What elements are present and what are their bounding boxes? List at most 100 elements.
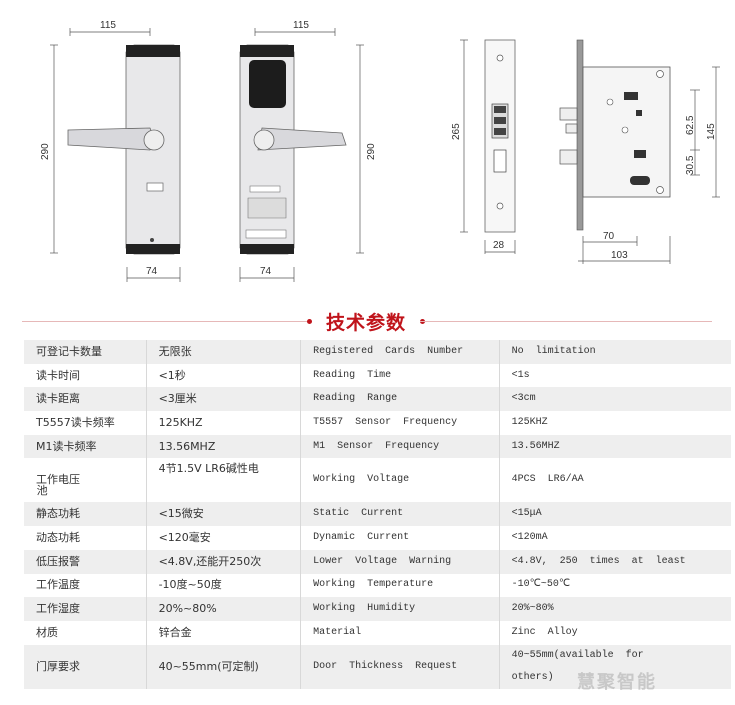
spec-cn-label-text: M1读卡频率 <box>36 439 97 453</box>
front-width-top-label: 115 <box>100 20 116 31</box>
spec-en-label: Working Voltage <box>300 458 500 503</box>
spec-en-label-text: Reading Range <box>313 393 398 405</box>
spec-en-label-text: Door Thickness Request <box>313 660 458 672</box>
spec-cn-label: 低压报警 <box>24 549 147 574</box>
spec-en-value-text: -10℃~50℃ <box>511 579 571 591</box>
spec-cn-label: 工作温度 <box>24 573 147 598</box>
spec-en-value: No limitation <box>499 340 731 364</box>
spec-en-label: Reading Range <box>300 387 500 412</box>
front-height-label: 290 <box>40 143 51 160</box>
spec-cn-value-text: -10度~50度 <box>158 578 222 592</box>
spec-en-value: 4PCS LR6/AA <box>499 458 731 502</box>
spec-cn-label-text: 静态功耗 <box>36 507 80 521</box>
spec-cn-label: T5557读卡频率 <box>24 411 147 435</box>
spec-table: 可登记卡数量无限张 Registered Cards Number No limit… <box>24 340 731 689</box>
spec-cn-value: 40~55mm(可定制) <box>146 644 302 689</box>
back-width-top-label: 115 <box>293 20 309 31</box>
spec-en-value: <120mA <box>499 526 731 550</box>
spec-en-label: Door Thickness Request <box>300 644 500 689</box>
spec-en-label-text: T5557 Sensor Frequency <box>313 416 458 428</box>
spec-cn-label: M1读卡频率 <box>24 434 147 459</box>
spec-cn-value-text: 20%~80% <box>158 602 217 616</box>
spec-cn-value-text: <1秒 <box>158 368 186 382</box>
spec-cn-value: -10度~50度 <box>146 573 302 598</box>
spec-cn-value: 锌合金 <box>146 620 302 645</box>
spec-cn-value-cont: 池 <box>36 484 48 498</box>
spec-cn-label: 材质 <box>24 620 147 645</box>
faceplate-height-label: 265 <box>451 123 462 140</box>
spec-cn-value-text: 锌合金 <box>158 625 192 639</box>
spec-row: T5557读卡频率 125KHZ T5557 Sensor Frequency 125… <box>24 411 731 435</box>
spec-cn-label-text: 读卡距离 <box>36 392 80 406</box>
mortise-width-label: 103 <box>611 250 628 261</box>
spec-cn-value-text: 无限张 <box>158 344 192 358</box>
spec-en-value-cont: others) <box>511 671 554 683</box>
spec-en-label-text: M1 Sensor Frequency <box>313 440 440 452</box>
spec-en-label: Reading Time <box>300 363 500 388</box>
spec-row: 门厚要求 40~55mm(可定制) Door Thickness Request 40… <box>24 644 731 689</box>
spec-cn-value: <15微安 <box>146 502 302 527</box>
spec-en-value-text: Zinc Alloy <box>511 626 578 638</box>
technical-drawings: 115 290 74 115 290 <box>40 20 720 282</box>
spec-en-label: Working Humidity <box>300 597 500 621</box>
spec-cn-value-text: <4.8V,还能开250次 <box>158 554 262 568</box>
mortise-dim1-label: 62.5 <box>685 115 696 135</box>
spec-cn-value-text: 125KHZ <box>158 415 203 429</box>
spec-cn-label-text: 门厚要求 <box>36 659 80 673</box>
faceplate-width-label: 28 <box>493 240 505 251</box>
spec-en-value-text: 40~55mm(available for <box>511 649 644 661</box>
divider-left <box>22 321 312 322</box>
spec-en-value-text: 20%~80% <box>511 603 554 615</box>
spec-en-label-text: Dynamic Current <box>313 531 410 543</box>
spec-en-label: T5557 Sensor Frequency <box>300 411 500 435</box>
spec-en-label: Static Current <box>300 502 500 527</box>
spec-cn-label: 工作湿度 <box>24 597 147 621</box>
spec-en-value: <1s <box>499 364 731 388</box>
mortise-body-drawing: 62.5 30.5 145 70 103 <box>559 39 720 264</box>
faceplate-drawing: 265 28 <box>451 39 516 254</box>
spec-cn-value: <1秒 <box>146 363 302 388</box>
spec-cn-value-text: <120毫安 <box>158 530 211 544</box>
spec-en-value-text: 125KHZ <box>511 416 548 428</box>
spec-en-value: <4.8V, 250 times at least <box>499 549 731 574</box>
back-view-drawing: 115 290 74 <box>239 20 377 282</box>
section-title: 技术参数 <box>325 312 406 334</box>
spec-en-label: Registered Cards Number <box>300 340 500 364</box>
spec-cn-label: 可登记卡数量 <box>24 340 147 364</box>
spec-en-value-text: 13.56MHZ <box>511 440 560 452</box>
spec-cn-label-text: 工作湿度 <box>36 602 80 616</box>
spec-en-label: M1 Sensor Frequency <box>300 434 500 459</box>
spec-en-label: Dynamic Current <box>300 526 500 550</box>
spec-cn-label-text: 材质 <box>36 625 58 639</box>
spec-cn-value-text: <3厘米 <box>158 392 197 406</box>
back-height-label: 290 <box>366 143 377 160</box>
spec-en-value-text: <1s <box>511 369 530 381</box>
spec-en-value: Zinc Alloy <box>499 621 731 645</box>
spec-cn-value: 13.56MHZ <box>146 434 302 459</box>
spec-en-label-text: Working Voltage <box>313 474 410 486</box>
mortise-dim3-label: 30.5 <box>685 155 696 175</box>
spec-cn-value: 20%~80% <box>146 597 302 621</box>
spec-cn-label-text: T5557读卡频率 <box>36 415 115 429</box>
spec-en-value-text: <4.8V, 250 times at least <box>511 555 686 567</box>
spec-cn-value-text: <15微安 <box>158 507 204 521</box>
spec-cn-label-text: 工作电压 <box>36 473 80 487</box>
spec-cn-label: 工作电压 <box>24 458 147 503</box>
spec-row: 读卡距离 <3厘米 Reading Range <3cm <box>24 387 731 412</box>
spec-cn-value: <3厘米 <box>146 387 302 412</box>
spec-en-value: <3cm <box>499 387 731 412</box>
section-header: 技术参数 <box>0 306 735 336</box>
spec-cn-value-text: 13.56MHZ <box>158 439 216 453</box>
spec-cn-value: 4节1.5V LR6碱性电池 <box>37 458 302 503</box>
spec-cn-label: 门厚要求 <box>24 644 147 689</box>
watermark: 慧聚智能 <box>577 672 657 693</box>
spec-cn-value: <120毫安 <box>146 526 302 550</box>
spec-cn-label-text: 低压报警 <box>36 554 80 568</box>
spec-en-label-text: Registered Cards Number <box>313 345 464 357</box>
